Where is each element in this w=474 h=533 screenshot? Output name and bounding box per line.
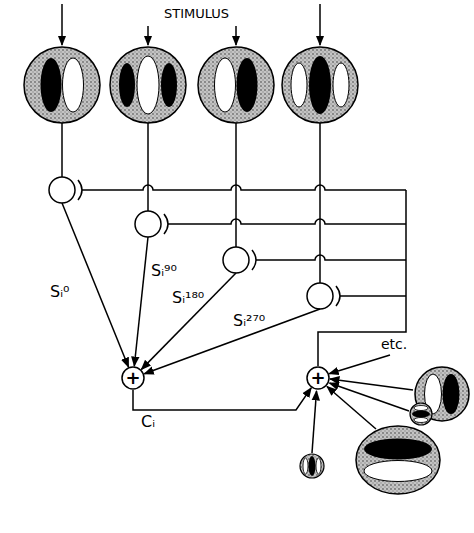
- node-circle: [307, 367, 329, 389]
- on-lobe: [333, 63, 349, 107]
- subunit-cell: [307, 283, 333, 309]
- receptive-field: [410, 403, 432, 425]
- output-arrow: [134, 237, 148, 366]
- field-surround: [282, 47, 358, 123]
- on-lobe: [364, 461, 432, 482]
- on-lobe: [215, 58, 236, 112]
- signal-label: Sᵢ¹⁸⁰: [172, 289, 204, 307]
- synapse-symbol: [78, 180, 82, 200]
- output-arrow: [144, 309, 320, 374]
- receptive-field: [415, 367, 469, 421]
- input-wire: [235, 123, 237, 247]
- on-lobe: [316, 458, 321, 474]
- pool-input-arrow: [330, 379, 413, 390]
- signal-label: Cᵢ: [141, 413, 155, 431]
- field-surround: [110, 47, 186, 123]
- input-wire: [319, 123, 321, 283]
- off-lobe: [161, 63, 177, 107]
- off-lobe: [412, 411, 430, 418]
- synapse-symbol: [164, 214, 168, 234]
- output-arrow: [62, 203, 129, 367]
- field-surround: [300, 454, 324, 478]
- field-surround: [198, 47, 274, 123]
- on-lobe: [137, 56, 159, 114]
- pool-input-arrow: [330, 383, 410, 411]
- input-wire: [147, 123, 149, 211]
- pool-input-arrow: [327, 387, 376, 430]
- on-lobe: [414, 406, 428, 411]
- subunit-cell: [223, 247, 249, 273]
- receptive-field: [198, 47, 274, 123]
- field-surround: [410, 403, 432, 425]
- stimulus-arrow: [319, 4, 321, 45]
- operator-symbol: +: [306, 366, 330, 389]
- receptive-field: [110, 47, 186, 123]
- field-surround: [24, 47, 100, 123]
- stimulus-arrow: [61, 4, 63, 45]
- on-lobe: [414, 418, 428, 423]
- feedback-wire: [256, 255, 406, 260]
- receptive-field: [356, 426, 440, 494]
- subunits: [49, 177, 340, 309]
- off-lobe: [237, 58, 258, 112]
- pool-input-arrow: [329, 355, 390, 374]
- on-lobe: [303, 458, 308, 474]
- off-lobe: [309, 456, 316, 476]
- feedback-wire: [340, 295, 406, 297]
- pool-inputs: [312, 355, 413, 453]
- signal-label: Sᵢ⁹⁰: [151, 262, 177, 280]
- pool-input-arrow: [312, 391, 317, 453]
- stimulus-label: STIMULUS: [164, 7, 229, 22]
- input-wire: [61, 123, 63, 177]
- on-lobe: [425, 374, 442, 414]
- signal-label: Sᵢ²⁷⁰: [233, 312, 265, 330]
- summing-node: +: [121, 366, 145, 390]
- summing-node: +: [306, 366, 330, 390]
- feedback-wires: [82, 185, 406, 366]
- stimulus-arrow: [235, 26, 237, 45]
- off-lobe: [443, 374, 460, 414]
- output-arrow: [141, 273, 236, 369]
- stimulus-arrows: [62, 4, 320, 45]
- off-lobe: [41, 58, 62, 112]
- subunit-outputs: [62, 203, 320, 374]
- synapse-symbol: [336, 286, 340, 306]
- subunit-cell: [49, 177, 75, 203]
- stimulus-arrow: [147, 26, 149, 45]
- receptive-field: [300, 454, 324, 478]
- off-lobe: [309, 56, 331, 114]
- field-surround: [415, 367, 469, 421]
- operator-symbol: +: [121, 366, 145, 389]
- feedback-wire: [168, 219, 406, 224]
- subunit-cell: [135, 211, 161, 237]
- field-surround: [356, 426, 440, 494]
- receptive-field: [24, 47, 100, 123]
- synapse-symbol: [252, 250, 256, 270]
- node-circle: [122, 367, 144, 389]
- signal-label: Sᵢ⁰: [50, 283, 69, 301]
- on-lobe: [291, 63, 307, 107]
- off-lobe: [364, 439, 432, 460]
- signal-connector: [133, 388, 311, 410]
- feedback-wire: [82, 185, 406, 190]
- off-lobe: [119, 63, 135, 107]
- input-wires: [62, 123, 320, 283]
- receptive-field: [282, 47, 358, 123]
- note-label: etc.: [381, 336, 407, 352]
- on-lobe: [63, 58, 84, 112]
